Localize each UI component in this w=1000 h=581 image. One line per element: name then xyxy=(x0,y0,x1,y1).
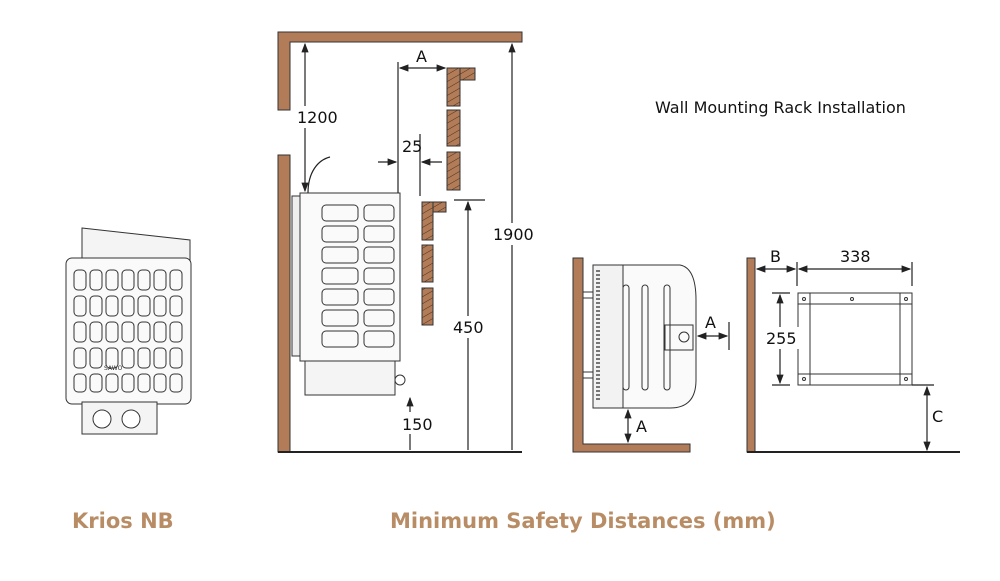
rack-front-diagram: B 338 255 C xyxy=(746,247,960,453)
heater-side-view xyxy=(299,192,401,362)
wall-mounting-rack xyxy=(797,292,913,386)
rack-title: Wall Mounting Rack Installation xyxy=(655,98,906,117)
wooden-guard-upper xyxy=(446,67,476,191)
diagram-caption: Minimum Safety Distances (mm) xyxy=(390,509,776,533)
side-wall xyxy=(277,154,291,453)
dim-a-top: A xyxy=(416,47,427,66)
product-label: Krios NB xyxy=(72,509,174,533)
rack-side-diagram: A A xyxy=(572,257,730,453)
dim-25: 25 xyxy=(402,137,422,156)
dim-c: C xyxy=(932,407,943,426)
dim-a-front: A xyxy=(705,313,716,332)
control-knob-icon xyxy=(92,409,112,429)
wooden-guard-lower xyxy=(421,201,447,326)
ceiling-wall xyxy=(277,31,523,111)
main-clearance-diagram: 1200 A 25 450 1900 150 xyxy=(277,31,536,453)
dim-1200: 1200 xyxy=(297,108,338,127)
dim-450: 450 xyxy=(453,318,484,337)
dim-a-floor: A xyxy=(636,417,647,436)
dim-1900: 1900 xyxy=(493,225,534,244)
dim-150: 150 xyxy=(402,415,433,434)
dim-338: 338 xyxy=(840,247,871,266)
dim-255: 255 xyxy=(766,329,797,348)
heater-brand-logo: SAWO xyxy=(104,365,123,372)
krios-nb-heater-illustration: SAWO xyxy=(65,227,192,435)
dim-b: B xyxy=(770,247,781,266)
control-knob-icon xyxy=(121,409,141,429)
